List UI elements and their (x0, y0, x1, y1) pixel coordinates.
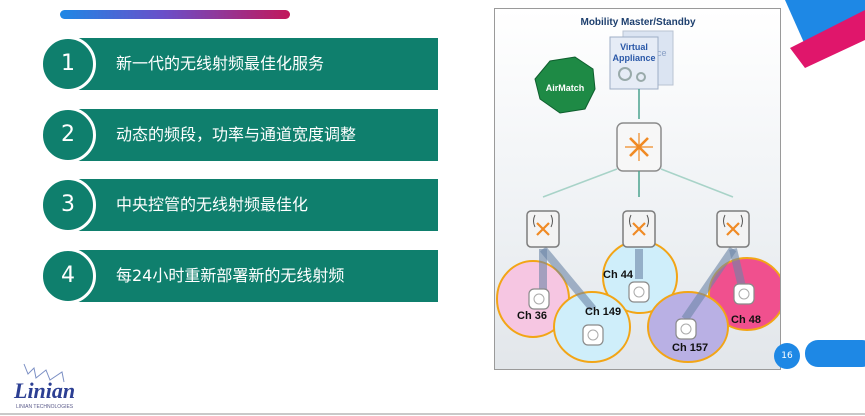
va-line1: Virtual (620, 42, 648, 52)
company-logo: Linian LINIAN TECHNOLOGIES (13, 363, 75, 410)
svg-text:LINIAN TECHNOLOGIES: LINIAN TECHNOLOGIES (16, 404, 74, 410)
top-accent-bar (60, 10, 290, 19)
feature-number: 1 (40, 36, 96, 92)
access-point-icon (525, 209, 561, 249)
feature-number: 4 (40, 248, 96, 304)
feature-bar (68, 38, 438, 90)
va-line2: Appliance (612, 53, 655, 63)
footer-divider (0, 413, 865, 415)
controller-icon (616, 122, 662, 172)
access-point-icon (715, 209, 751, 249)
feature-text: 新一代的无线射频最佳化服务 (116, 54, 325, 73)
gear-icon (636, 72, 646, 82)
page-number: 16 (774, 343, 800, 369)
feature-text: 中央控管的无线射频最佳化 (116, 195, 309, 214)
feature-item-2: 2 动态的频段，功率与通道宽度调整 (40, 107, 438, 163)
virtual-appliance: Virtual Appliance (609, 36, 659, 90)
feature-text: 动态的频段，功率与通道宽度调整 (116, 125, 357, 144)
feature-bar (68, 250, 438, 302)
svg-text:Linian: Linian (13, 378, 75, 403)
small-ap-icon (675, 318, 697, 340)
channel-label: Ch 36 (517, 310, 547, 322)
feature-item-1: 1 新一代的无线射频最佳化服务 (40, 36, 438, 92)
channel-label: Ch 157 (672, 342, 708, 354)
feature-item-3: 3 中央控管的无线射频最佳化 (40, 177, 438, 233)
channel-label: Ch 44 (603, 269, 634, 281)
diagram-title: Mobility Master/Standby (580, 17, 695, 28)
feature-number: 2 (40, 107, 96, 163)
feature-bar (68, 179, 438, 231)
airmatch-diagram: Mobility Master/Standby al ance Virtual … (494, 8, 781, 370)
airmatch-label: AirMatch (546, 83, 585, 93)
feature-number: 3 (40, 177, 96, 233)
diagram-canvas: Mobility Master/Standby al ance Virtual … (496, 17, 780, 363)
small-ap-icon (628, 281, 650, 303)
airmatch-icon: AirMatch (534, 56, 596, 114)
gear-icon (618, 67, 632, 81)
small-ap-icon (733, 283, 755, 305)
feature-item-4: 4 每24小时重新部署新的无线射频 (40, 248, 438, 304)
corner-decoration (785, 0, 865, 367)
channel-label: Ch 149 (585, 306, 621, 318)
feature-bar (68, 109, 438, 161)
small-ap-icon (582, 324, 604, 346)
small-ap-icon (528, 288, 550, 310)
channel-label: Ch 48 (731, 314, 761, 326)
access-point-icon (621, 209, 657, 249)
feature-text: 每24小时重新部署新的无线射频 (116, 266, 345, 285)
